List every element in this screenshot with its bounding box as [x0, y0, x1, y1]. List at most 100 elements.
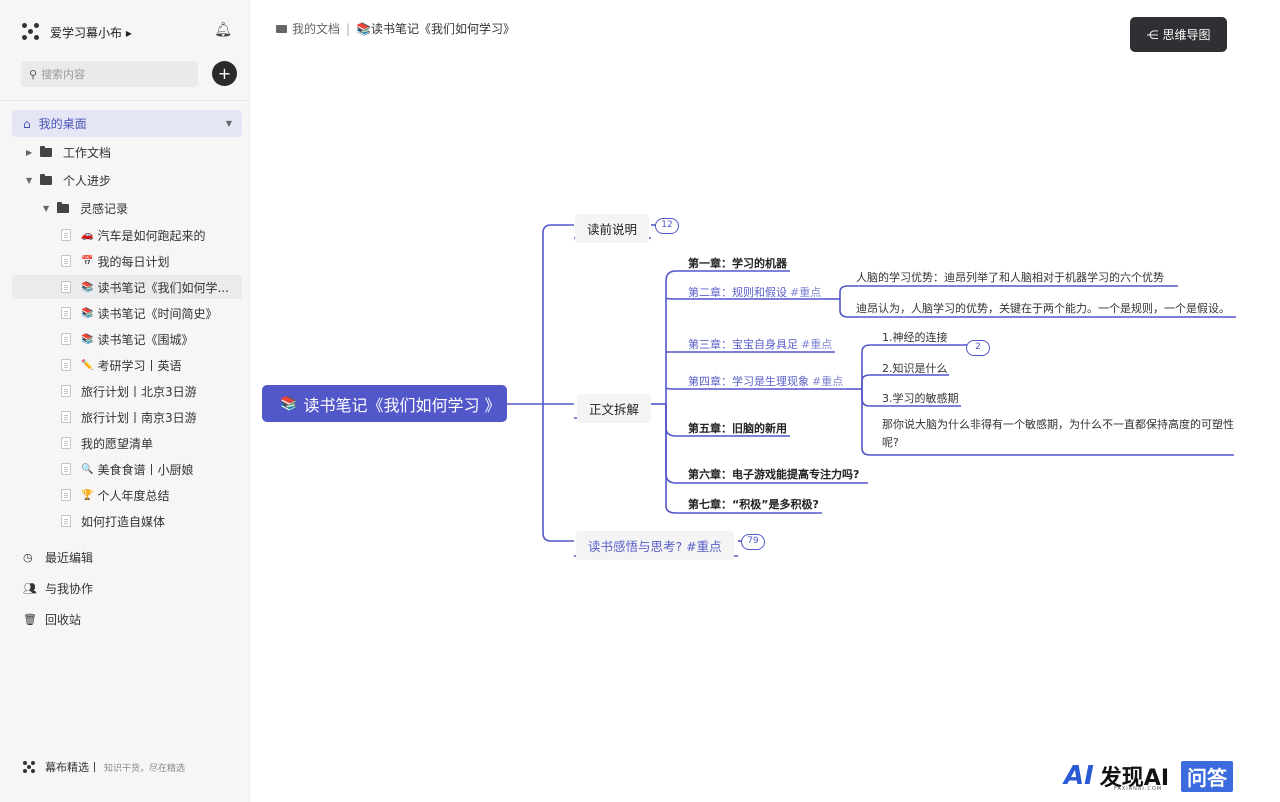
document-icon: [61, 255, 71, 267]
sidebar: 爱学习幕小布 ▸ 🔔︎ ⚲ 搜索内容 + ⌂ 我的桌面 ▼ ▶ 工作文档 ▼ 个…: [0, 0, 250, 802]
search-input[interactable]: ⚲ 搜索内容: [21, 61, 198, 87]
mindmap-node-pre[interactable]: 读前说明: [575, 214, 650, 243]
sidebar-item-recent[interactable]: ◷ 最近编辑: [23, 547, 93, 567]
clock-icon: ◷: [23, 550, 33, 564]
collapsed-count-badge[interactable]: 79: [741, 534, 765, 550]
tree-label: 旅行计划丨北京3日游: [81, 384, 197, 399]
bell-icon[interactable]: 🔔︎: [214, 22, 232, 38]
section-label: 最近编辑: [45, 550, 94, 565]
mindmap-node-note[interactable]: 迪昂认为，人脑学习的优势，关键在于两个能力。一个是规则，一个是假设。: [856, 302, 1230, 315]
mindmap-node-item[interactable]: 2.知识是什么: [882, 362, 948, 375]
tree-label: 旅行计划丨南京3日游: [81, 410, 197, 425]
document-icon: [61, 359, 71, 371]
tag: #重点: [801, 338, 833, 351]
tree-label: 如何打造自媒体: [81, 514, 166, 529]
watermark-ai-mark: AI: [1064, 761, 1094, 791]
desk-label: 我的桌面: [38, 117, 87, 131]
mindmap-node-item[interactable]: 1.神经的连接: [882, 331, 948, 344]
watermark-text: 发现AI: [1099, 766, 1170, 791]
mindmap-toggle-button[interactable]: ⋲ 思维导图: [1130, 17, 1227, 52]
tree-doc-item[interactable]: 🔍 美食食谱丨小厨娘: [61, 458, 193, 480]
chapter-label: 第二章：规则和假设: [688, 286, 787, 299]
folder-icon: [57, 201, 69, 213]
tree-doc-item[interactable]: 🚗 汽车是如何跑起来的: [61, 224, 205, 246]
folder-icon: [40, 173, 52, 185]
tree-label: 读书笔记《我们如何学...: [97, 280, 229, 295]
users-icon: 👥︎: [23, 581, 37, 595]
document-icon: [61, 411, 71, 423]
tree-doc-item[interactable]: 📅 我的每日计划: [61, 250, 169, 272]
mindmap-node-question[interactable]: 那你说大脑为什么非得有一个敏感期，为什么不一直都保持高度的可塑性呢?: [882, 418, 1234, 449]
chevron-down-icon[interactable]: ▼: [225, 119, 232, 128]
tree-doc-item[interactable]: 🏆 个人年度总结: [61, 484, 169, 506]
mindmap-button-label: 思维导图: [1162, 28, 1211, 42]
featured-link[interactable]: 幕布精选丨 知识干货，尽在精选: [23, 758, 185, 776]
document-icon: [61, 515, 71, 527]
collapsed-count-badge[interactable]: 2: [966, 340, 990, 356]
sidebar-item-desk[interactable]: ⌂ 我的桌面 ▼: [12, 110, 242, 137]
tree-label: 我的每日计划: [97, 254, 170, 269]
tree-doc-item-active[interactable]: 📚 读书笔记《我们如何学...: [61, 276, 229, 298]
footer-subtitle: 知识干货，尽在精选: [104, 763, 186, 774]
tree-doc-item[interactable]: 我的愿望清单: [61, 432, 153, 454]
tree-folder-work[interactable]: ▶ 工作文档: [26, 141, 111, 163]
item-emoji: 🚗: [81, 229, 94, 241]
mindmap-node-note[interactable]: 人脑的学习优势：迪昂列举了和人脑相对于机器学习的六个优势: [856, 271, 1164, 284]
tree-folder-personal[interactable]: ▼ 个人进步: [26, 169, 111, 191]
document-icon: [61, 281, 71, 293]
tree-doc-item[interactable]: 旅行计划丨南京3日游: [61, 406, 197, 428]
folder-icon: [40, 145, 52, 157]
mindmap-node-chapter[interactable]: 第五章：旧脑的新用: [688, 420, 787, 436]
mindmap-node-chapter[interactable]: 第三章：宝宝自身具足#重点: [688, 336, 832, 352]
tree-label: 个人进步: [63, 173, 112, 188]
breadcrumb-current: 📚读书笔记《我们如何学习》: [356, 22, 516, 36]
workspace-name[interactable]: 爱学习幕小布 ▸: [50, 25, 132, 40]
tree-doc-item[interactable]: 📚 读书笔记《时间简史》: [61, 302, 217, 324]
document-icon: [61, 307, 71, 319]
mindmap-node-chapter[interactable]: 第六章：电子游戏能提高专注力吗?: [688, 466, 859, 482]
mindmap-node-chapter[interactable]: 第一章：学习的机器: [688, 255, 787, 271]
chapter-label: 第三章：宝宝自身具足: [688, 338, 798, 351]
footer-title: 幕布精选丨: [45, 761, 100, 774]
breadcrumb: 我的文档 | 📚读书笔记《我们如何学习》: [276, 20, 515, 37]
chevron-right-icon[interactable]: ▶: [26, 147, 33, 157]
mindmap-node-chapter[interactable]: 第二章：规则和假设#重点: [688, 284, 821, 300]
mindmap-node-reflect[interactable]: 读书感悟与思考? #重点: [576, 531, 734, 560]
sidebar-item-collab[interactable]: 👥︎ 与我协作: [23, 578, 93, 598]
tree-doc-item[interactable]: 📚 读书笔记《围城》: [61, 328, 193, 350]
chevron-down-icon[interactable]: ▼: [43, 203, 50, 213]
item-emoji: 📚: [81, 333, 94, 345]
folder-icon: [276, 24, 287, 33]
mindmap-node-chapter[interactable]: 第四章：学习是生理现象#重点: [688, 373, 843, 389]
watermark-logo: AI 发现AI FAXIANAI.COM 问答: [1064, 760, 1234, 792]
tree-doc-item[interactable]: ✏️ 考研学习丨英语: [61, 354, 181, 376]
workspace-header[interactable]: 爱学习幕小布 ▸ 🔔︎: [22, 20, 236, 44]
section-label: 回收站: [45, 612, 82, 627]
tree-folder-inspiration[interactable]: ▼ 灵感记录: [43, 197, 128, 219]
tree-label: 汽车是如何跑起来的: [97, 228, 206, 243]
tree-label: 工作文档: [63, 145, 112, 160]
mubu-logo-icon: [22, 23, 40, 41]
mubu-logo-icon: [23, 761, 35, 773]
sidebar-item-trash[interactable]: 🗑︎ 回收站: [23, 609, 81, 629]
item-emoji: 📅: [81, 255, 94, 267]
search-icon: ⚲: [29, 67, 38, 81]
mindmap-node-item[interactable]: 3.学习的敏感期: [882, 392, 959, 405]
collapsed-count-badge[interactable]: 12: [655, 218, 679, 234]
chevron-down-icon[interactable]: ▼: [26, 175, 33, 185]
mindmap-node-main[interactable]: 正文拆解: [577, 394, 652, 423]
search-placeholder: 搜索内容: [41, 68, 86, 81]
add-button[interactable]: +: [212, 61, 237, 86]
chapter-label: 第五章：旧脑的新用: [688, 422, 787, 435]
watermark-subtext: FAXIANAI.COM: [1114, 786, 1163, 792]
active-row-highlight: [12, 275, 242, 299]
breadcrumb-root[interactable]: 我的文档: [292, 22, 341, 36]
tree-doc-item[interactable]: 旅行计划丨北京3日游: [61, 380, 197, 402]
divider: [0, 100, 250, 101]
tree-label: 美食食谱丨小厨娘: [97, 462, 194, 477]
mindmap-node-chapter[interactable]: 第七章：“积极”是多积极?: [688, 496, 819, 512]
mindmap-root-node[interactable]: 📚 读书笔记《我们如何学习 》: [262, 385, 507, 422]
tree-label: 考研学习丨英语: [97, 358, 182, 373]
chapter-label: 第一章：学习的机器: [688, 257, 787, 270]
tree-doc-item[interactable]: 如何打造自媒体: [61, 510, 165, 532]
